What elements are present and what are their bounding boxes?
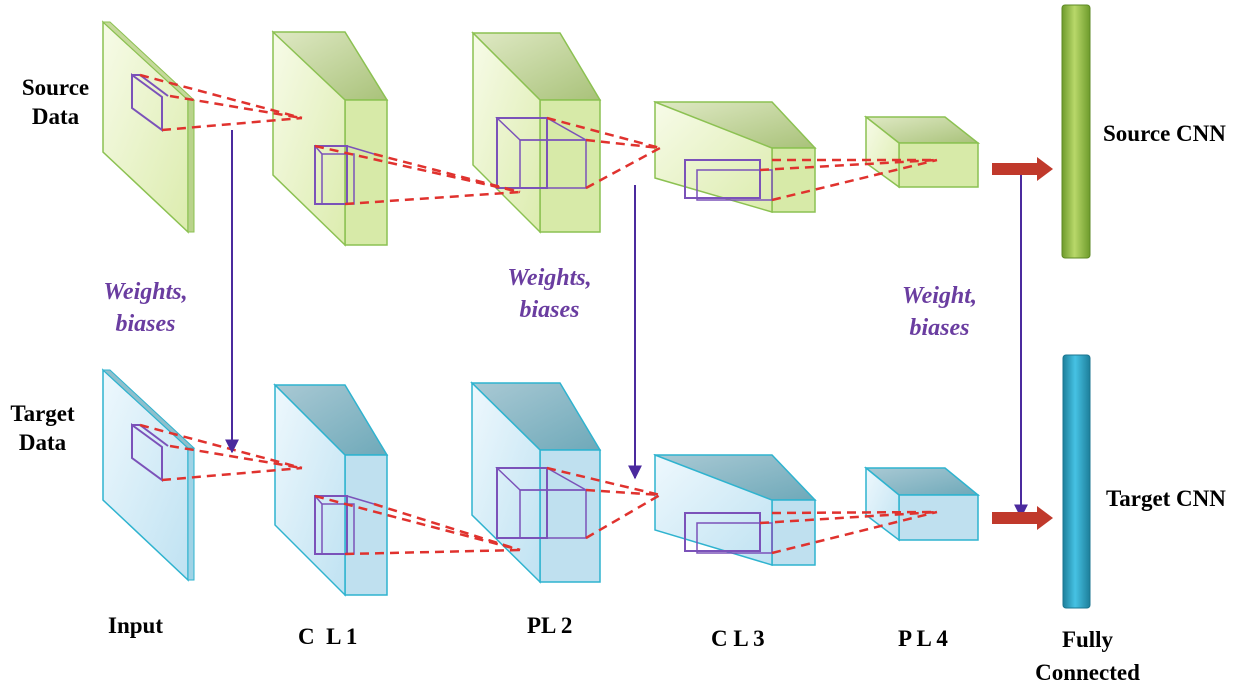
pl4-layer-label: P L 4 bbox=[898, 626, 948, 651]
weights-biases-1-line-1: Weights, bbox=[103, 279, 188, 305]
source-cl1-block bbox=[271, 30, 389, 247]
source-cnn-label: Source CNN bbox=[1103, 121, 1226, 146]
weights-biases-3-line-2: biases bbox=[909, 315, 970, 342]
target-data-label: Target Data bbox=[0, 400, 85, 458]
source-pl2-block bbox=[471, 31, 602, 234]
source-data-label-line-1: Source bbox=[21, 75, 90, 100]
target-pl2-block bbox=[470, 381, 602, 584]
weights-biases-2-line-1: Weights, bbox=[507, 265, 592, 291]
target-cnn-label: Target CNN bbox=[1106, 486, 1226, 511]
source-projection-lines bbox=[139, 73, 938, 206]
cl3-layer-label: C L 3 bbox=[711, 626, 765, 651]
target-input-slab bbox=[101, 368, 196, 582]
weights-biases-label-2: Weights, biases bbox=[492, 262, 607, 327]
target-data-label-line-1: Target bbox=[10, 401, 75, 426]
target-output-arrow bbox=[992, 506, 1053, 530]
target-projection-lines bbox=[139, 423, 938, 556]
fully-connected-label-line-2: Connected bbox=[1035, 660, 1140, 685]
target-fully-connected-bar bbox=[1062, 354, 1091, 609]
weights-biases-label-1: Weights, biases bbox=[88, 276, 203, 341]
source-data-label: Source Data bbox=[8, 74, 103, 132]
source-pl4-block bbox=[863, 115, 981, 189]
weights-biases-label-3: Weight, biases bbox=[882, 280, 997, 345]
source-data-label-line-2: Data bbox=[31, 103, 80, 129]
source-input-slab bbox=[101, 20, 196, 234]
weights-biases-3-line-1: Weight, bbox=[902, 283, 977, 309]
fully-connected-label-line-1: Fully bbox=[1061, 627, 1114, 652]
weights-biases-2-line-2: biases bbox=[519, 297, 580, 324]
cl1-layer-label: C L 1 bbox=[298, 624, 358, 649]
source-cl3-block bbox=[653, 100, 817, 213]
pl2-layer-label: PL 2 bbox=[527, 613, 573, 638]
target-pl4-block bbox=[863, 466, 981, 542]
source-fully-connected-bar bbox=[1061, 4, 1091, 259]
target-cl3-block bbox=[653, 453, 817, 567]
target-data-label-line-2: Data bbox=[18, 429, 67, 455]
source-output-arrow bbox=[992, 157, 1053, 181]
fully-connected-label: Fully Connected bbox=[1025, 623, 1150, 685]
target-cl1-block bbox=[273, 383, 389, 597]
input-layer-label: Input bbox=[108, 613, 163, 638]
weights-biases-1-line-2: biases bbox=[115, 311, 176, 338]
